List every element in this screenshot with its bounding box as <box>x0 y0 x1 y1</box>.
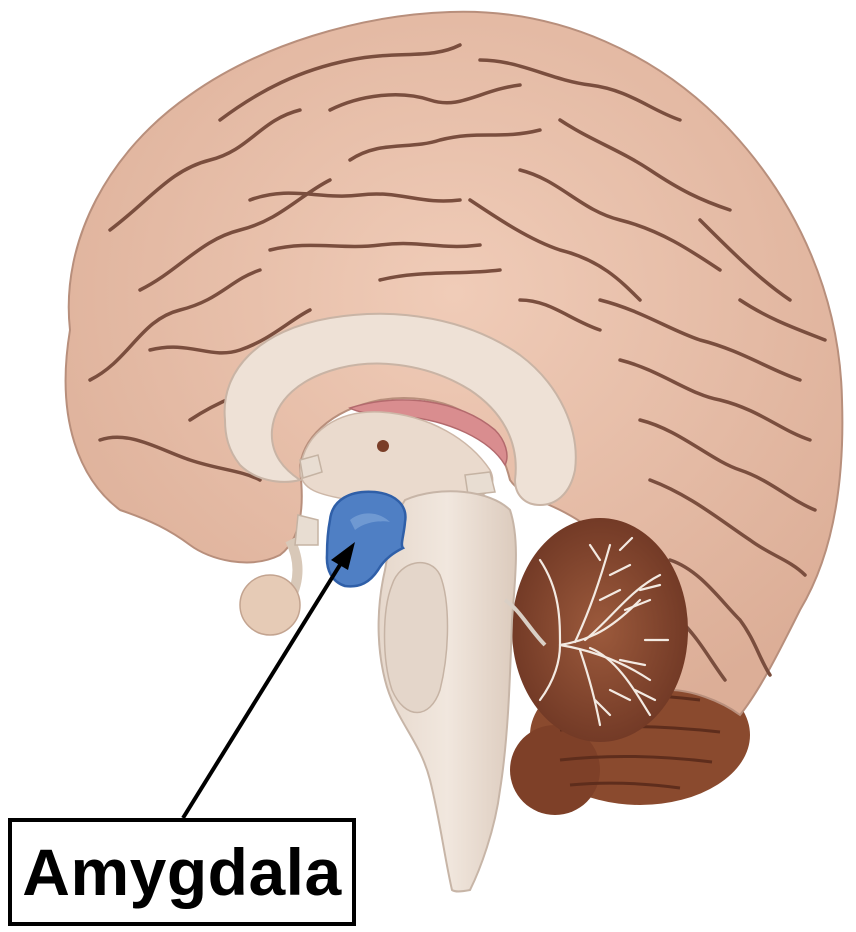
amygdala-label: Amygdala <box>22 834 341 910</box>
amygdala-label-box: Amygdala <box>8 818 356 926</box>
pituitary-gland <box>240 575 300 635</box>
pons <box>385 563 448 713</box>
interthalamic-adhesion <box>377 440 389 452</box>
cerebellum <box>512 518 688 742</box>
